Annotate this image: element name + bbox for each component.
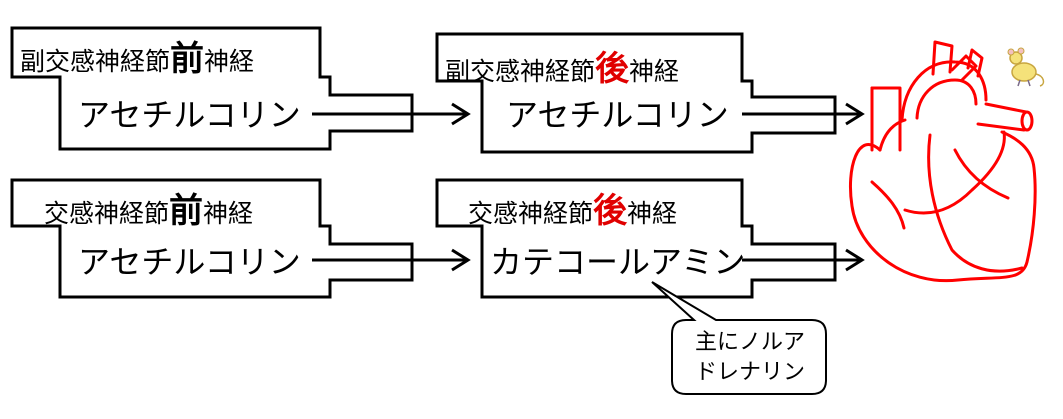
heart-icon bbox=[848, 40, 1037, 283]
callout-text: 主にノルア ドレナリン bbox=[680, 328, 820, 388]
symp-pre-chemical: アセチルコリン bbox=[78, 243, 301, 281]
para-post-chemical: アセチルコリン bbox=[506, 96, 729, 134]
symp-pre-prefix: 交感神経節 bbox=[44, 199, 170, 228]
callout-line-1: 主にノルア bbox=[694, 330, 805, 355]
symp-pre-neuron-outline bbox=[10, 178, 414, 299]
para-pre-emph: 前 bbox=[170, 39, 205, 79]
symp-post-emph: 後 bbox=[593, 191, 628, 231]
arrow-symp-pre-to-post bbox=[312, 248, 471, 272]
para-pre-chemical: アセチルコリン bbox=[78, 96, 301, 134]
para-pre-neuron-label: 副交感神経節前神経 bbox=[20, 42, 254, 76]
para-post-neuron-outline bbox=[435, 32, 837, 154]
para-pre-prefix: 副交感神経節 bbox=[20, 47, 171, 76]
arrow-para-post-to-heart bbox=[742, 102, 865, 126]
para-post-emph: 後 bbox=[595, 49, 630, 89]
para-pre-neuron-outline bbox=[10, 26, 414, 151]
symp-post-suffix: 神経 bbox=[627, 199, 678, 228]
para-post-neuron-label: 副交感神経節後神経 bbox=[445, 52, 679, 86]
callout-line-2: ドレナリン bbox=[694, 360, 805, 385]
symp-post-neuron-outline bbox=[435, 178, 837, 299]
arrow-para-pre-to-post bbox=[312, 102, 471, 126]
para-post-suffix: 神経 bbox=[629, 57, 680, 86]
para-post-prefix: 副交感神経節 bbox=[445, 57, 596, 86]
callout-bubble bbox=[651, 281, 827, 395]
para-pre-suffix: 神経 bbox=[204, 47, 255, 76]
mouse-icon bbox=[1007, 47, 1045, 87]
symp-pre-emph: 前 bbox=[169, 191, 204, 231]
symp-post-chemical: カテコールアミン bbox=[490, 243, 746, 281]
symp-pre-suffix: 神経 bbox=[203, 199, 254, 228]
symp-post-prefix: 交感神経節 bbox=[468, 199, 594, 228]
arrow-symp-post-to-heart bbox=[742, 248, 865, 272]
symp-post-neuron-label: 交感神経節後神経 bbox=[468, 194, 677, 228]
symp-pre-neuron-label: 交感神経節前神経 bbox=[44, 194, 253, 228]
